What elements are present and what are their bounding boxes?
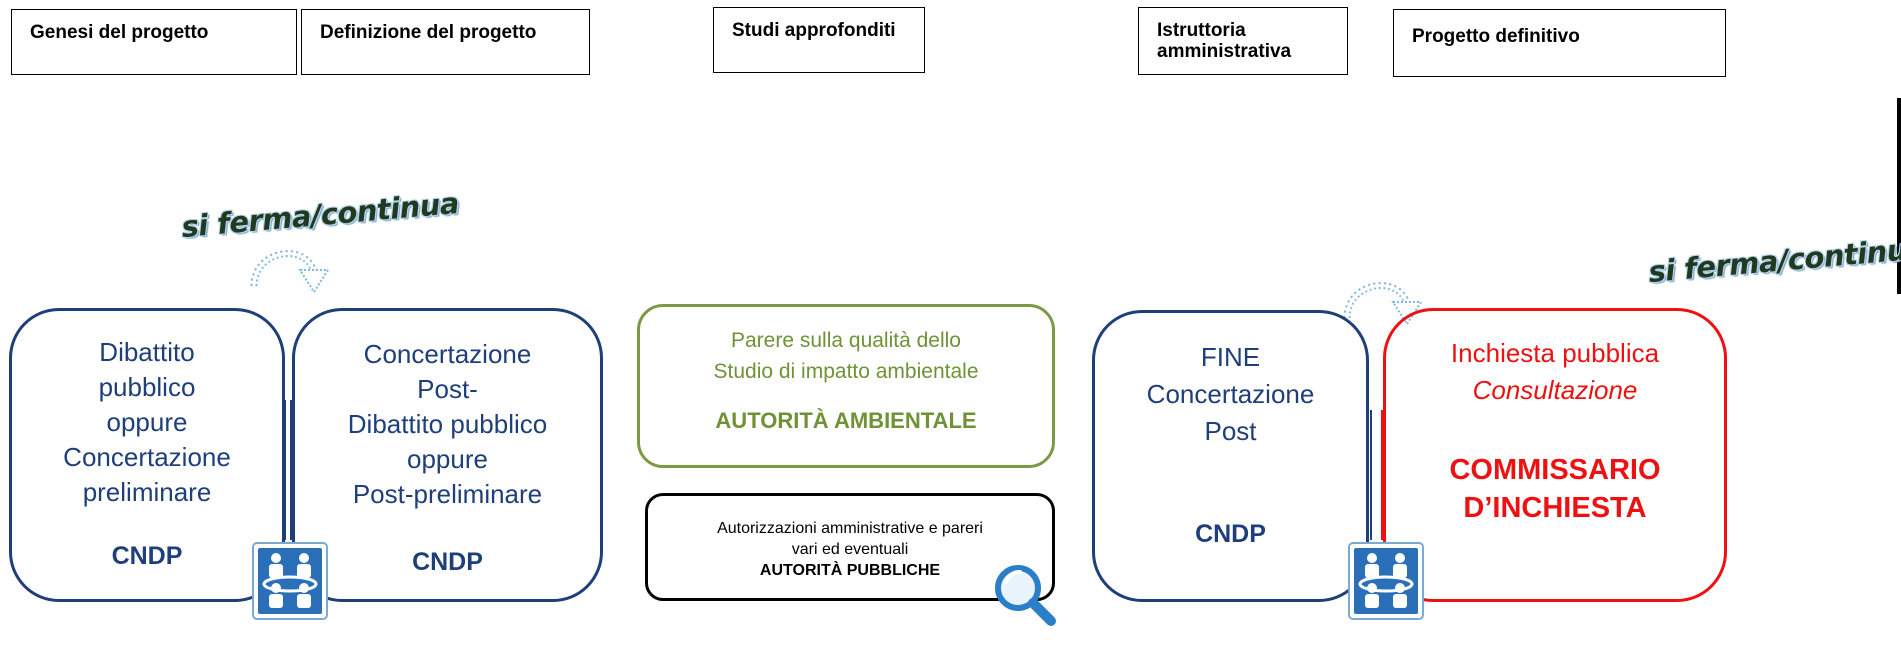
box-concertazione-line: Concertazione (363, 339, 532, 369)
phase-definizione: Definizione del progetto (301, 9, 590, 75)
edge-fragment (1897, 98, 1901, 294)
curved-arrow-icon (250, 250, 330, 294)
box-concertazione-line: Post- (417, 374, 478, 404)
phase-studi-label: Studi approfonditi (732, 20, 896, 41)
box-dibattito-line: Dibattito (99, 337, 195, 367)
box-parere-line: Studio di impatto ambientale (713, 360, 979, 383)
connector-line (1370, 410, 1372, 540)
box-inchiesta-text: Inchiesta pubblica Consultazione (1451, 335, 1659, 409)
box-autorizzazioni-text: Autorizzazioni amministrative e pareri v… (717, 518, 983, 581)
stop-continue-label-right: si ferma/continua (1647, 230, 1901, 290)
box-dibattito-authority: CNDP (111, 542, 183, 570)
box-fine-authority: CNDP (1195, 520, 1266, 548)
box-concertazione-line: Post-preliminare (352, 479, 543, 509)
box-inchiesta-subtitle: Consultazione (1472, 375, 1638, 405)
phase-definitivo: Progetto definitivo (1393, 9, 1726, 77)
connector-line (284, 400, 286, 540)
box-fine-line: FINE (1200, 342, 1261, 372)
phase-definizione-label: Definizione del progetto (320, 22, 537, 43)
phase-definitivo-label: Progetto definitivo (1412, 26, 1580, 47)
phase-studi: Studi approfonditi (713, 7, 925, 73)
box-concertazione-line: Dibattito pubblico (347, 409, 548, 439)
box-fine-line: Concertazione (1146, 379, 1315, 409)
box-parere-text: Parere sulla qualità dello Studio di imp… (714, 325, 979, 387)
box-autorizzazioni: Autorizzazioni amministrative e pareri v… (645, 493, 1055, 601)
box-autorizzazioni-line: vari ed eventuali (791, 541, 909, 558)
box-autorizzazioni-authority: AUTORITÀ PUBBLICHE (759, 562, 941, 579)
meeting-people-icon (252, 542, 328, 620)
box-autorizzazioni-line: Autorizzazioni amministrative e pareri (717, 520, 983, 537)
box-concertazione-authority: CNDP (412, 548, 483, 576)
phase-genesi: Genesi del progetto (11, 9, 297, 75)
phase-genesi-label: Genesi del progetto (30, 22, 209, 43)
box-inchiesta-pubblica: Inchiesta pubblica Consultazione COMMISS… (1383, 308, 1727, 602)
box-fine-text: FINE Concertazione Post (1147, 339, 1315, 450)
box-inchiesta-authority-line: D’INCHIESTA (1463, 492, 1647, 524)
magnifier-icon (995, 565, 1056, 626)
box-parere-line: Parere sulla qualità dello (731, 329, 961, 352)
box-concertazione-post: Concertazione Post- Dibattito pubblico o… (292, 308, 603, 602)
box-concertazione-text: Concertazione Post- Dibattito pubblico o… (348, 337, 547, 512)
box-inchiesta-title: Inchiesta pubblica (1450, 338, 1660, 368)
phase-istruttoria: Istruttoria amministrativa (1138, 7, 1348, 75)
box-dibattito-text: Dibattito pubblico oppure Concertazione … (63, 335, 231, 510)
box-fine-concertazione: FINE Concertazione Post CNDP (1092, 310, 1369, 602)
meeting-people-icon (1348, 542, 1424, 620)
phase-istruttoria-label: Istruttoria amministrativa (1157, 20, 1292, 62)
box-dibattito-line: preliminare (82, 477, 212, 507)
box-parere-authority: AUTORITÀ AMBIENTALE (715, 408, 977, 433)
box-concertazione-line: oppure (407, 444, 488, 474)
box-fine-line: Post (1204, 416, 1257, 446)
box-inchiesta-authority-line: COMMISSARIO (1449, 454, 1661, 486)
box-inchiesta-authority: COMMISSARIO D’INCHIESTA (1449, 451, 1660, 527)
connector-line (1381, 410, 1383, 540)
box-dibattito-line: oppure (106, 407, 188, 437)
box-parere-ambientale: Parere sulla qualità dello Studio di imp… (637, 304, 1055, 468)
box-dibattito-line: pubblico (98, 372, 196, 402)
box-dibattito-line: Concertazione (63, 442, 231, 472)
connector-line (290, 400, 292, 540)
box-dibattito-pubblico: Dibattito pubblico oppure Concertazione … (9, 308, 285, 602)
